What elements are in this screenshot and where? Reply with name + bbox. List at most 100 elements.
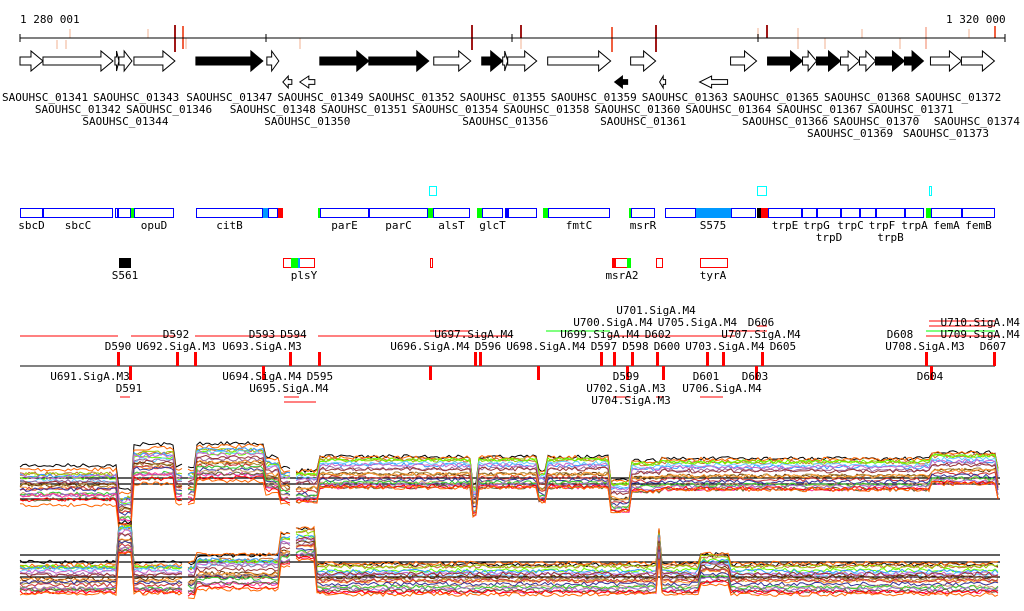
gene-saouhsc_01341-forward-arrow[interactable] [19, 49, 44, 73]
gene-saouhsc_01342-forward-arrow[interactable] [42, 49, 114, 73]
gene-saouhsc_01363-reverse-arrow[interactable] [659, 74, 667, 90]
annotation-label[interactable]: parE [331, 219, 358, 232]
gene-saouhsc_01358-forward-arrow[interactable] [507, 49, 538, 73]
promoter-marker[interactable] [600, 352, 603, 366]
promoter-marker[interactable] [626, 366, 629, 380]
promoter-label[interactable]: U699.SigA.M4 [560, 328, 640, 341]
promoter-marker[interactable] [761, 352, 764, 366]
annotation-msrr-box[interactable] [631, 208, 655, 218]
gene-saouhsc_01361-forward-arrow[interactable] [630, 49, 657, 73]
promoter-label[interactable]: U695.SigA.M4 [249, 382, 329, 395]
promoter-marker[interactable] [429, 366, 432, 380]
promoter-marker[interactable] [613, 352, 616, 366]
gene-label[interactable]: SAOUHSC_01346 [126, 103, 212, 116]
gene-label[interactable]: SAOUHSC_01358 [503, 103, 589, 116]
annotation-label[interactable]: S561 [112, 269, 139, 282]
small-feature[interactable] [656, 258, 663, 268]
promoter-marker[interactable] [656, 352, 659, 366]
annotation-citb-box[interactable] [196, 208, 263, 218]
gene-label[interactable]: SAOUHSC_01373 [903, 127, 989, 140]
annotation-label[interactable]: trpA [901, 219, 928, 232]
gene-saouhsc_01366-forward-arrow[interactable] [767, 49, 804, 73]
annotation-label[interactable]: alsT [438, 219, 465, 232]
annotation-label[interactable]: femA [933, 219, 960, 232]
annotation-fmtc-box[interactable] [548, 208, 610, 218]
promoter-label[interactable]: D595 [307, 370, 334, 383]
gene-saouhsc_01356-forward-arrow[interactable] [502, 50, 509, 72]
annotation-label[interactable]: sbcD [18, 219, 45, 232]
promoter-label[interactable]: D596 [475, 340, 502, 353]
gene-saouhsc_01367-forward-arrow[interactable] [802, 49, 818, 73]
promoter-label[interactable]: D591 [116, 382, 143, 395]
promoter-marker[interactable] [930, 366, 933, 380]
annotation-trpe-box[interactable] [768, 208, 802, 218]
promoter-label[interactable]: U696.SigA.M4 [390, 340, 470, 353]
annotation-label[interactable]: fmtC [566, 219, 593, 232]
gene-saouhsc_01343-forward-arrow[interactable] [114, 50, 120, 72]
promoter-label[interactable]: U706.SigA.M4 [682, 382, 762, 395]
promoter-marker[interactable] [755, 366, 758, 380]
annotation-femb-box[interactable] [962, 208, 995, 218]
promoter-label[interactable]: U700.SigA.M4 [573, 316, 653, 329]
promoter-label[interactable]: U691.SigA.M3 [50, 370, 129, 383]
annotation-feature-box[interactable] [118, 208, 131, 218]
gene-label[interactable]: SAOUHSC_01369 [807, 127, 893, 140]
annotation-alst-box[interactable] [433, 208, 470, 218]
promoter-label[interactable]: D608 [887, 328, 914, 341]
annotation-label[interactable]: S575 [700, 219, 727, 232]
annotation-parc-box[interactable] [369, 208, 428, 218]
annotation-label[interactable]: trpG [803, 219, 830, 232]
annotation-sbcd-box[interactable] [20, 208, 43, 218]
gene-label[interactable]: SAOUHSC_01359 [551, 91, 637, 104]
promoter-label[interactable]: D606 [748, 316, 775, 329]
annotation-trpa-box[interactable] [905, 208, 924, 218]
annotation-trpc-box[interactable] [841, 208, 860, 218]
annotation-opud-box[interactable] [134, 208, 174, 218]
promoter-label[interactable]: U701.SigA.M4 [616, 304, 696, 317]
promoter-label[interactable]: D604 [917, 370, 944, 383]
promoter-marker[interactable] [479, 352, 482, 366]
gene-saouhsc_01350-reverse-arrow[interactable] [298, 75, 316, 89]
gene-label[interactable]: SAOUHSC_01344 [82, 115, 168, 128]
gene-saouhsc_01364-reverse-arrow[interactable] [698, 75, 729, 89]
promoter-label[interactable]: U702.SigA.M3 [586, 382, 665, 395]
annotation-shapes[interactable] [20, 186, 995, 269]
gene-label[interactable]: SAOUHSC_01367 [776, 103, 862, 116]
promoter-label[interactable]: U692.SigA.M3 [136, 340, 215, 353]
annotation-label[interactable]: glcT [479, 219, 506, 232]
annotation-label[interactable]: trpC [837, 219, 864, 232]
annotation-trpd-box[interactable] [817, 208, 841, 218]
promoter-label[interactable]: U698.SigA.M4 [506, 340, 586, 353]
gene-saouhsc_01371-forward-arrow[interactable] [874, 49, 906, 73]
promoter-marker[interactable] [925, 352, 928, 366]
promoter-marker[interactable] [537, 366, 540, 380]
annotation-label[interactable]: opuD [141, 219, 168, 232]
gene-saouhsc_01365-forward-arrow[interactable] [730, 49, 758, 73]
annotation-trpb-box[interactable] [876, 208, 905, 218]
promoter-label[interactable]: D594 [280, 328, 307, 341]
annotation-sbcc-box[interactable] [43, 208, 113, 218]
annotation-feature-box[interactable] [268, 208, 278, 218]
promoter-label[interactable]: D593 [249, 328, 275, 341]
promoter-label[interactable]: D598 [622, 340, 649, 353]
gene-saouhsc_01368-forward-arrow[interactable] [816, 49, 842, 73]
gene-label[interactable]: SAOUHSC_01363 [642, 91, 728, 104]
annotation-feature-box[interactable] [731, 208, 756, 218]
gene-label[interactable]: SAOUHSC_01360 [594, 103, 680, 116]
promoter-label[interactable]: U703.SigA.M4 [685, 340, 765, 353]
gene-saouhsc_01354-forward-arrow[interactable] [433, 49, 472, 73]
annotation-tyra[interactable] [700, 258, 728, 268]
annotation-s561[interactable] [119, 258, 131, 268]
gene-label[interactable]: SAOUHSC_01365 [733, 91, 819, 104]
gene-saouhsc_01346-forward-arrow[interactable] [133, 49, 176, 73]
promoter-marker[interactable] [194, 352, 197, 366]
gene-label[interactable]: SAOUHSC_01350 [264, 115, 350, 128]
gene-saouhsc_01360-reverse-arrow[interactable] [613, 74, 629, 90]
cyan-feature[interactable] [757, 186, 767, 196]
gene-label[interactable]: SAOUHSC_01351 [321, 103, 407, 116]
annotation-label[interactable]: femB [965, 219, 992, 232]
gene-track[interactable]: SAOUHSC_01341SAOUHSC_01342SAOUHSC_01343S… [2, 49, 1020, 140]
gene-label[interactable]: SAOUHSC_01366 [742, 115, 828, 128]
